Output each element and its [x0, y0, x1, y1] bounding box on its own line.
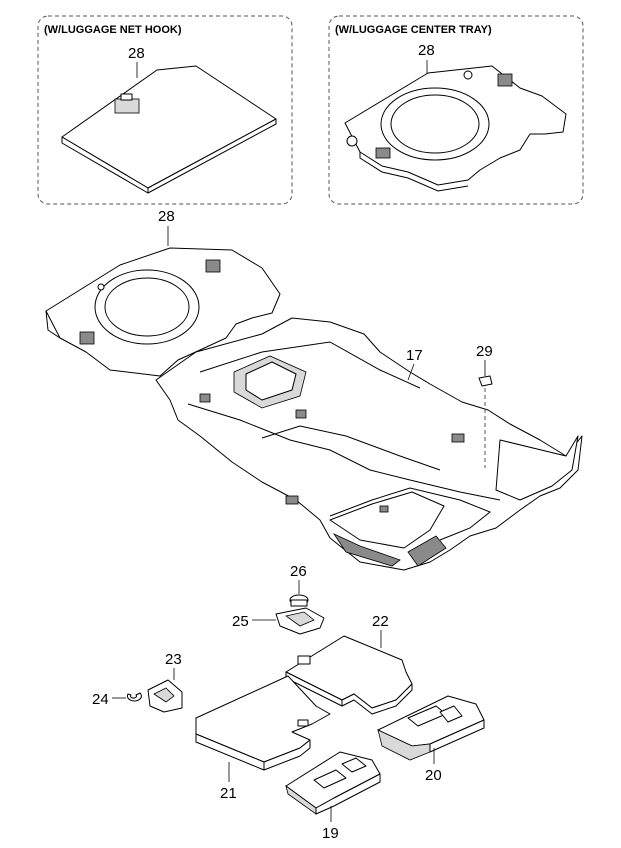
- callout-19: 19: [322, 825, 339, 842]
- callout-28-main: 28: [158, 208, 175, 225]
- clip-23: [147, 679, 183, 713]
- callout-20: 20: [425, 767, 442, 784]
- tray-19: [285, 751, 381, 815]
- callout-25: 25: [232, 613, 249, 630]
- floor-mat-21: [195, 675, 331, 771]
- clip-cap-26: [289, 594, 309, 607]
- floor-carpet: [155, 317, 583, 571]
- inset-luggage-net-hook: (W/LUGGAGE NET HOOK) 28: [37, 15, 293, 205]
- luggage-board-plain: [61, 65, 277, 194]
- callout-22: 22: [372, 613, 389, 630]
- tray-20: [377, 695, 485, 761]
- callout-21: 21: [220, 785, 237, 802]
- callout-23: 23: [165, 651, 182, 668]
- luggage-board-main: [45, 247, 281, 377]
- main-assembly: 28: [45, 208, 583, 571]
- callout-24: 24: [92, 691, 109, 708]
- luggage-board-tray: [344, 65, 567, 192]
- bracket-25: [275, 607, 325, 635]
- callout-28-center-tray: 28: [418, 42, 435, 59]
- callout-26: 26: [290, 563, 307, 580]
- callout-29: 29: [476, 343, 493, 360]
- inset-title-center-tray: (W/LUGGAGE CENTER TRAY): [335, 24, 492, 36]
- floor-mat-22: [285, 635, 413, 715]
- inset-title-net-hook: (W/LUGGAGE NET HOOK): [44, 24, 182, 36]
- callout-17: 17: [406, 347, 423, 364]
- inset-luggage-center-tray: (W/LUGGAGE CENTER TRAY) 28: [328, 15, 584, 205]
- floor-mats-group: 26 25 22 23 24: [92, 563, 485, 842]
- clip-ring-24: [126, 692, 142, 702]
- callout-28-net-hook: 28: [128, 45, 145, 62]
- fastener-29: [478, 375, 493, 468]
